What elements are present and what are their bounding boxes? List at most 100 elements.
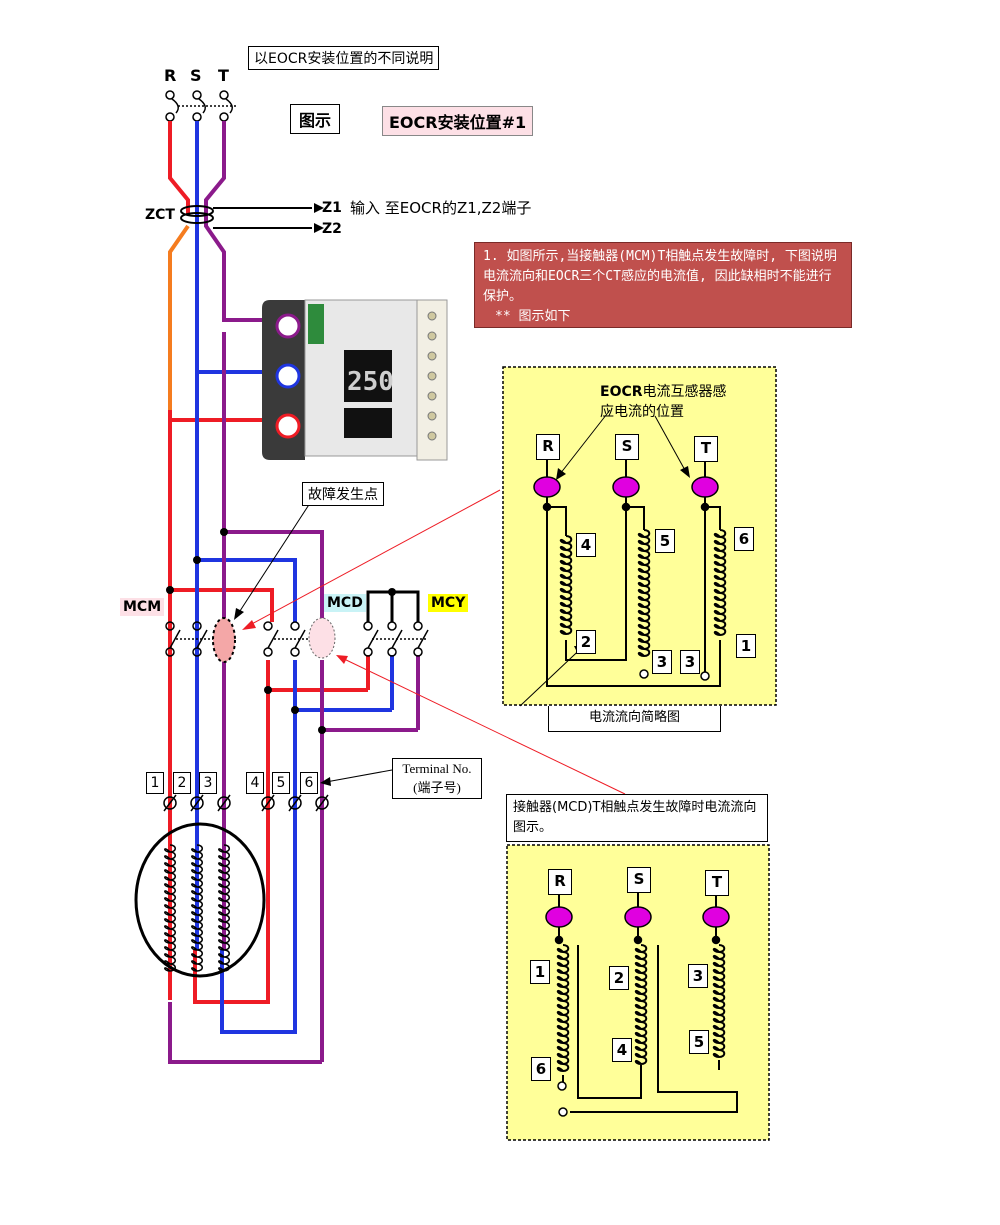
eocr-device: 250 (262, 299, 448, 461)
d1-term-3a (639, 669, 649, 679)
d1-phase-t: T (694, 436, 718, 462)
r-phase-orange-segment (168, 224, 190, 410)
motor-outline (134, 822, 266, 978)
d1-return-s (565, 497, 627, 661)
motor-coil-3 (218, 844, 230, 972)
d1-ct-t (691, 476, 719, 498)
z2-arrow (314, 223, 324, 233)
motor-windings (164, 844, 230, 972)
eocr-ct-note-rest: 电流互感器感应电流的位置 (600, 384, 727, 420)
z1-label: Z1 (322, 200, 342, 216)
d2-phase-s: S (627, 867, 651, 893)
d1-to-coil-4 (547, 506, 567, 536)
d2-coil-t-winding (712, 944, 726, 1059)
terminal-number-label: Terminal No. (端子号) (392, 758, 482, 799)
d1-coil-3a: 3 (652, 650, 672, 674)
terminal-3: 3 (199, 772, 217, 794)
d2-term-bottom (558, 1107, 568, 1117)
d1-coil-5-winding (637, 529, 651, 658)
motor-coil-1 (164, 844, 176, 972)
d1-ct-s (612, 476, 640, 498)
mcd-fault-marker (308, 617, 336, 659)
d1-phase-r: R (536, 434, 560, 460)
mcm-label: MCM (120, 598, 165, 616)
position-label: EOCR安装位置#1 (382, 106, 534, 136)
d1-coil-4: 4 (576, 533, 596, 557)
junction-dots (166, 528, 396, 734)
d2-coil-1: 1 (530, 960, 550, 984)
terminal-6: 6 (300, 772, 318, 794)
d1-coil-6: 6 (734, 527, 754, 551)
d2-ct-s (624, 906, 652, 928)
d2-ct-r (545, 906, 573, 928)
phase-r-label: R (164, 66, 177, 85)
eocr-ct-note-bold: EOCR (600, 384, 643, 400)
d2-node-s (633, 935, 643, 945)
terminal-label-cn: (端子号) (413, 780, 461, 795)
d1-coil-4-winding (559, 535, 573, 636)
fault-explanation-note: 1. 如图所示,当接触器(MCM)T相触点发生故障时, 下图说明电流流向和EOC… (474, 242, 852, 328)
d1-to-coil-5 (626, 506, 645, 530)
d2-node-r (554, 935, 564, 945)
d2-coil-4: 4 (612, 1038, 632, 1062)
terminal-2: 2 (173, 772, 191, 794)
d2-phase-t: T (705, 870, 729, 896)
flow-diagram-2 (545, 891, 738, 1117)
mcd-fault-note: 接触器(MCD)T相触点发生故障时电流流向图示。 (506, 794, 768, 842)
s-phase-wire (195, 121, 394, 1034)
d1-to-coil-6 (705, 506, 721, 530)
eocr-ct-note: EOCR电流互感器感应电流的位置 (600, 382, 740, 422)
d2-term-6 (557, 1081, 567, 1091)
d1-loop-outer (546, 497, 721, 687)
d2-node-t (711, 935, 721, 945)
d1-node-r (542, 502, 552, 512)
main-switch (165, 90, 236, 122)
d2-phase-r: R (548, 869, 572, 895)
terminal-label-en: Terminal No. (402, 761, 472, 776)
mcy-label: MCY (428, 594, 469, 612)
svg-text:250: 250 (347, 367, 394, 397)
flow-caption: 电流流向简略图 (548, 706, 721, 732)
terminal-4: 4 (246, 772, 264, 794)
z2-label: Z2 (322, 221, 342, 237)
d2-ct-t (702, 906, 730, 928)
phase-s-label: S (190, 66, 202, 85)
d1-ct-r (533, 476, 561, 498)
d2-coil-2: 2 (609, 966, 629, 990)
fault-point-marker (212, 617, 236, 663)
d2-coil-6: 6 (531, 1057, 551, 1081)
terminal-block (163, 794, 329, 812)
flow-diagram-1 (533, 458, 727, 687)
z1-arrow (314, 203, 324, 213)
d1-coil-1: 1 (736, 634, 756, 658)
d1-term-3b (700, 671, 710, 681)
d1-coil-3b: 3 (680, 650, 700, 674)
mcy-contacts (363, 590, 429, 657)
d2-coil-3: 3 (688, 964, 708, 988)
note-line-1: 1. 如图所示,当接触器(MCM)T相触点发生故障时, 下图说明电流流向和EOC… (483, 249, 837, 304)
d1-coil-5: 5 (655, 529, 675, 553)
d1-coil-6-winding (713, 529, 727, 637)
zct-description: 输入 至EOCR的Z1,Z2端子 (350, 199, 532, 217)
mcd-label: MCD (324, 594, 366, 612)
d2-coil-5: 5 (689, 1030, 709, 1054)
motor-coil-2 (191, 844, 203, 972)
terminal-5: 5 (272, 772, 290, 794)
terminal-1: 1 (146, 772, 164, 794)
d2-coil-s-winding (634, 944, 648, 1066)
note-line-2: ** 图示如下 (495, 309, 571, 324)
d1-phase-s: S (615, 434, 639, 460)
pointer-lines (234, 489, 626, 795)
phase-t-label: T (218, 66, 229, 85)
page-title: 以EOCR安装位置的不同说明 (248, 46, 440, 70)
d1-coil-2: 2 (576, 630, 596, 654)
d2-return-r (577, 945, 642, 1099)
zct-label: ZCT (145, 207, 175, 223)
zct-ring (180, 205, 312, 229)
d1-node-t (700, 502, 710, 512)
fault-point-label: 故障发生点 (302, 482, 384, 506)
figure-label: 图示 (290, 104, 341, 134)
d1-node-s (621, 502, 631, 512)
d2-return-s (570, 945, 738, 1113)
d2-coil-r-winding (556, 944, 570, 1073)
